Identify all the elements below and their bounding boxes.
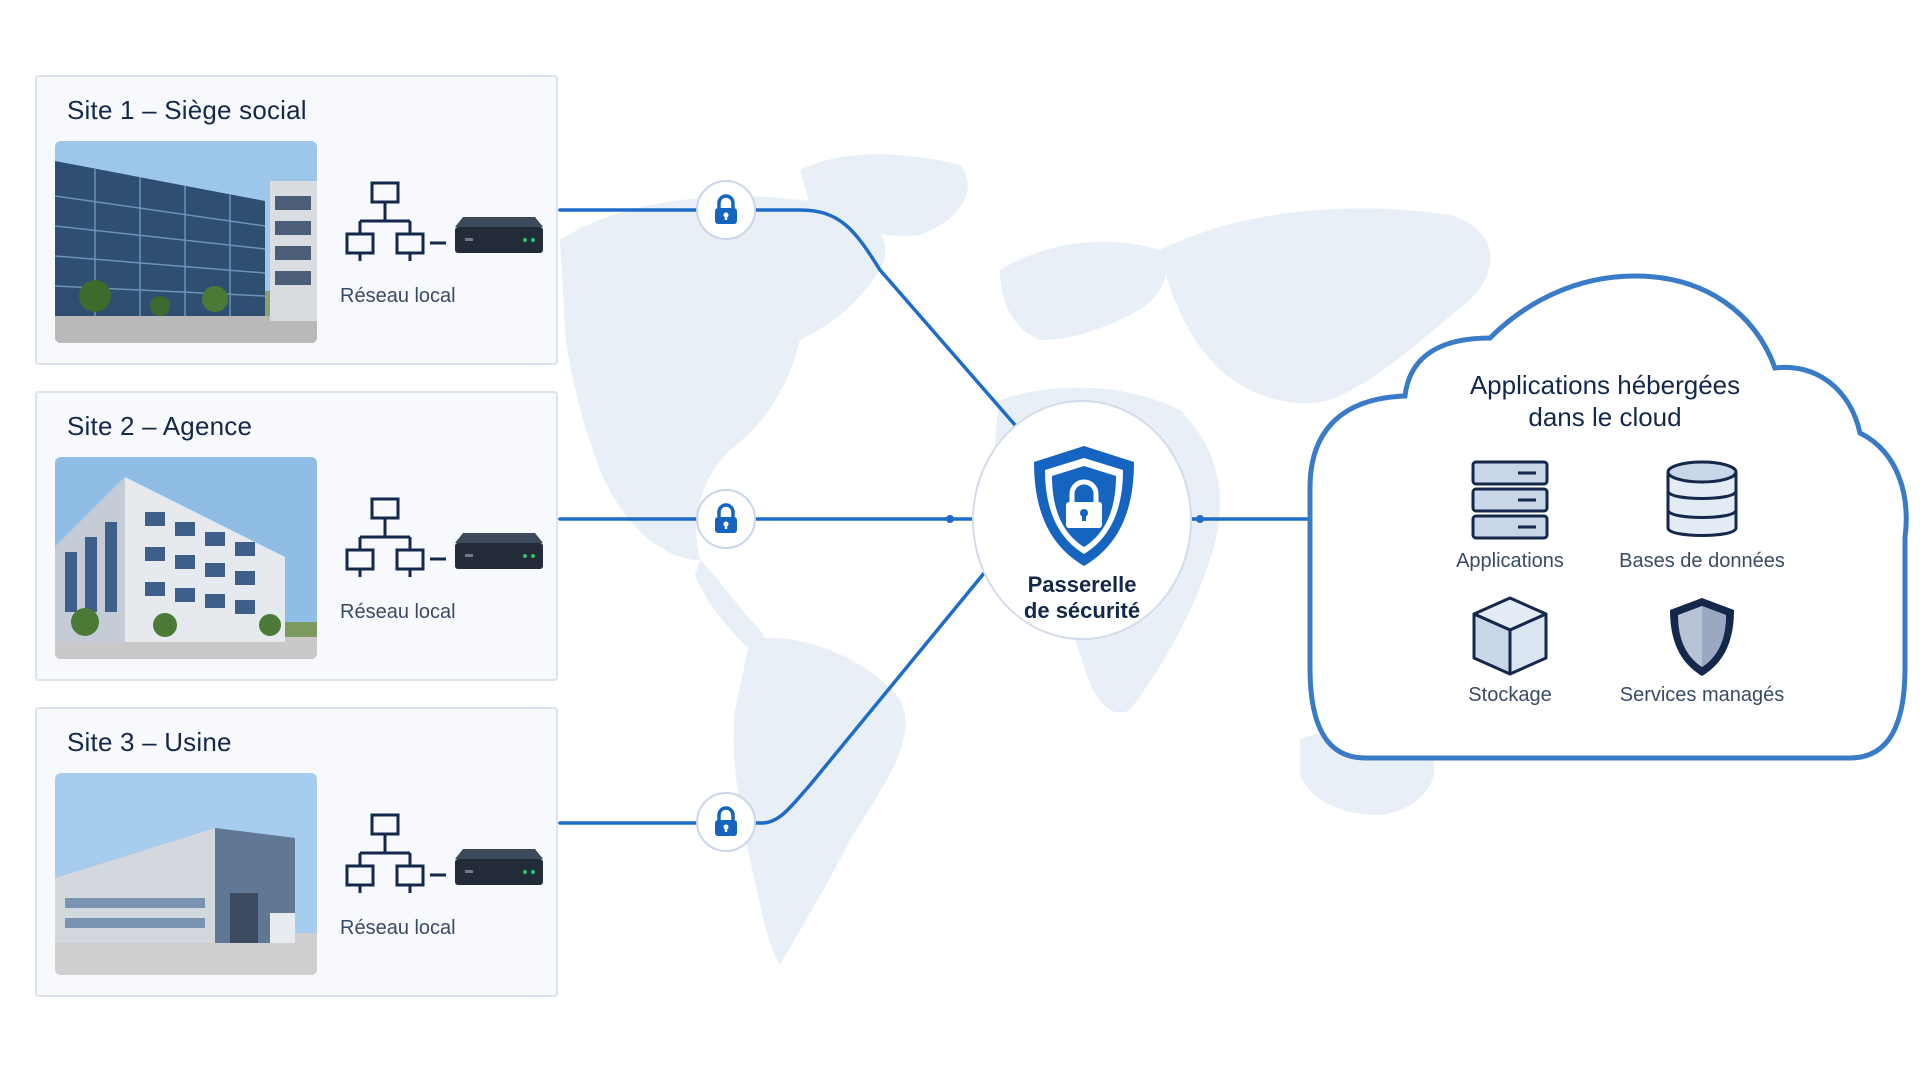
link-site1 bbox=[558, 208, 1017, 427]
vpn-lock-badge-1 bbox=[696, 180, 756, 240]
lock-icon bbox=[715, 194, 737, 224]
gateway-label-line2: de sécurité bbox=[1023, 598, 1141, 623]
shield-lock-icon bbox=[1034, 446, 1134, 566]
service-label-applications: Applications bbox=[1456, 550, 1564, 572]
service-label-databases: Bases de données bbox=[1619, 550, 1785, 572]
service-label-storage: Stockage bbox=[1468, 684, 1552, 706]
cloud-title-line2: dans le cloud bbox=[1528, 402, 1682, 432]
local-network-icon bbox=[345, 497, 446, 577]
storage-cube-icon bbox=[1472, 596, 1548, 676]
lan-label: Réseau local bbox=[340, 601, 456, 623]
link-site3 bbox=[558, 570, 987, 825]
site-title: Site 1 – Siège social bbox=[67, 95, 307, 125]
server-stack-icon bbox=[1471, 460, 1549, 540]
database-icon bbox=[1666, 460, 1738, 537]
site-panel-3: Site 3 – Usine bbox=[35, 707, 558, 997]
agency-building-photo bbox=[55, 457, 317, 659]
router-icon bbox=[455, 217, 543, 253]
site-title: Site 2 – Agence bbox=[67, 411, 253, 441]
local-network-icon bbox=[345, 181, 446, 261]
cloud-title-line1: Applications hébergées bbox=[1469, 370, 1741, 400]
cloud-container bbox=[1307, 273, 1909, 761]
site-title: Site 3 – Usine bbox=[67, 727, 232, 757]
office-building-photo bbox=[55, 141, 317, 343]
vpn-lock-badge-3 bbox=[696, 792, 756, 852]
lan-label: Réseau local bbox=[340, 917, 456, 939]
gateway-label-line1: Passerelle bbox=[1027, 572, 1137, 597]
local-network-icon bbox=[345, 813, 446, 893]
lock-icon bbox=[715, 806, 737, 836]
factory-building-photo bbox=[55, 773, 317, 975]
managed-shield-icon bbox=[1670, 598, 1734, 676]
vpn-lock-badge-2 bbox=[696, 489, 756, 549]
router-icon bbox=[455, 849, 543, 885]
lan-label: Réseau local bbox=[340, 285, 456, 307]
lock-icon bbox=[715, 503, 737, 533]
router-icon bbox=[455, 533, 543, 569]
service-label-managed: Services managés bbox=[1619, 684, 1785, 706]
site-panel-2: Site 2 – Agence bbox=[35, 391, 558, 681]
security-gateway: Passerelle de sécurité bbox=[972, 400, 1192, 640]
site-panel-1: Site 1 – Siège social bbox=[35, 75, 558, 365]
